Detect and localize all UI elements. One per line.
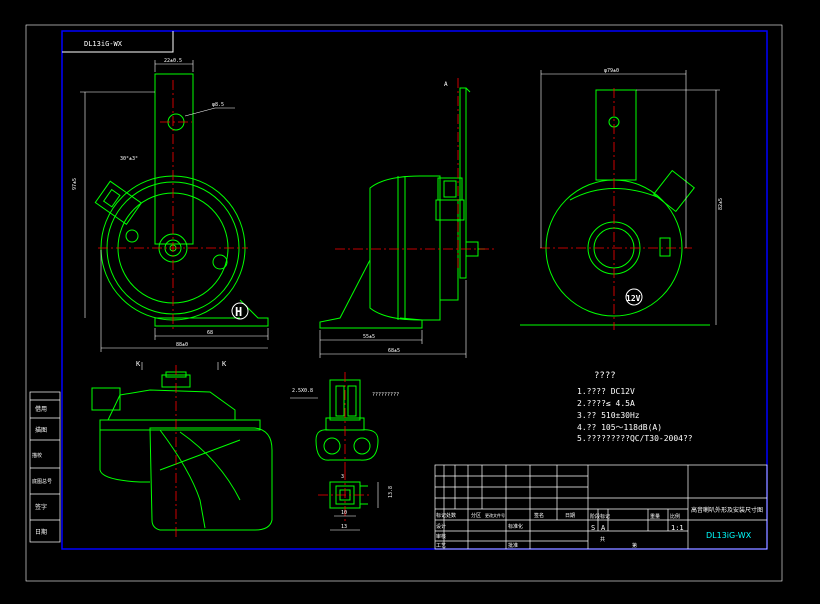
- section-mark-left: K: [136, 360, 141, 368]
- badge-h: H: [235, 305, 242, 319]
- side-top-mark: A: [444, 81, 448, 88]
- spec-line-1: 1.???? DC12V: [577, 387, 635, 396]
- strip-label-3: 描校: [32, 452, 42, 459]
- badge-12v: 12V: [626, 294, 641, 303]
- dim-angle: 30°±3°: [120, 156, 138, 162]
- strip-label-4: 底图总号: [32, 478, 52, 485]
- dim-hole: φ8.5: [212, 102, 224, 108]
- dim-conn-h: 13.8: [388, 486, 394, 498]
- connector-detail: 2.5X0.8 ????????? 3 10 13 13.8: [290, 372, 399, 531]
- tb-h-0: 标记: [436, 512, 446, 519]
- spec-line-5: 5.?????????QC/T30-2004??: [577, 434, 693, 443]
- dim-right-dia: φ79±0: [604, 68, 619, 74]
- strip-label-6: 日期: [35, 528, 47, 536]
- tb-total: 共: [600, 536, 605, 543]
- tb-row-design: 设计: [436, 523, 446, 530]
- tb-scale: 1:1: [671, 524, 684, 532]
- dim-right-h: 82±5: [718, 198, 724, 210]
- dim-depth-base: 55±5: [363, 334, 375, 340]
- tb-approve: 批准: [508, 542, 518, 549]
- side-view: A 55±5 68±5: [319, 78, 495, 358]
- tb-std: 标准化: [508, 523, 523, 530]
- tb-h-4: 签名: [534, 512, 544, 519]
- spec-heading: ????: [594, 371, 616, 381]
- dim-height-left: 97±5: [72, 178, 78, 190]
- tb-scale-label: 比例: [670, 513, 680, 520]
- rear-view: 12V φ79±0 82±5: [520, 68, 724, 330]
- strip-label-2: 描图: [35, 426, 47, 434]
- dim-depth-total: 68±5: [388, 348, 400, 354]
- spec-line-3: 3.?? 510±30Hz: [577, 411, 640, 420]
- tb-stage-s: S: [591, 524, 595, 532]
- spec-line-2: 2.????≤ 4.5A: [577, 399, 635, 408]
- dim-overall-w: 88±0: [176, 342, 188, 348]
- tb-stage-a: A: [601, 524, 606, 532]
- top-code-text: DL13iG-WX: [84, 40, 123, 48]
- tb-h-2: 分区: [471, 512, 481, 519]
- left-strip: 借用 描图 描校 底图总号 签字 日期: [29, 391, 61, 543]
- dim-conn-w: 10: [341, 510, 347, 516]
- strip-label-1: 借用: [35, 405, 47, 413]
- dim-base-w: 68: [207, 330, 213, 336]
- front-view: H 22±0.5 φ8.5 30°±3° 97±5 68 88±0: [72, 58, 269, 352]
- tb-h-5: 日期: [565, 513, 575, 519]
- tb-h-1: 处数: [446, 512, 456, 519]
- drawing-code: DL13iG-WX: [706, 531, 752, 540]
- tb-h-3: 更改文件号: [485, 512, 505, 518]
- inner-border: [61, 30, 768, 550]
- outer-frame: [25, 24, 783, 582]
- mount-note: ?????????: [372, 392, 399, 398]
- tb-row-process: 工艺: [436, 543, 446, 549]
- section-mark-right: K: [222, 360, 227, 368]
- dim-conn-total: 13: [341, 524, 347, 530]
- drawing-title: 高音喇叭外形及安装尺寸图: [691, 506, 763, 514]
- tb-stage: 阶段标记: [590, 513, 610, 520]
- conn-size-label: 2.5X0.8: [292, 388, 313, 394]
- dim-bracket-w: 22±0.5: [164, 58, 182, 64]
- section-view: K K: [91, 360, 273, 540]
- spec-line-4: 4.?? 105～118dB(A): [577, 423, 662, 432]
- tb-sheet: 第: [632, 542, 637, 549]
- title-block: 标记 处数 分区 更改文件号 签名 日期 设计 审核 工艺 标准化 批准 阶段标…: [434, 464, 768, 550]
- tb-weight: 重量: [650, 513, 660, 520]
- tb-row-review: 审核: [436, 533, 446, 540]
- top-code-box: [62, 31, 174, 53]
- spec-block: ???? 1.???? DC12V 2.????≤ 4.5A 3.?? 510±…: [577, 371, 693, 443]
- strip-label-5: 签字: [35, 503, 47, 511]
- conn-top-mark: 3: [341, 474, 344, 480]
